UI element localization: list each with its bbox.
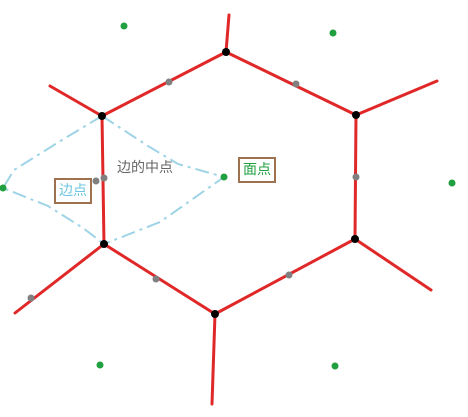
midpoint bbox=[27, 294, 35, 302]
spoke-lower-right bbox=[353, 237, 433, 292]
outer-spokes bbox=[13, 13, 439, 406]
edge-top-right bbox=[224, 50, 358, 117]
vertex-point bbox=[222, 48, 230, 56]
vertex-point bbox=[98, 112, 106, 120]
face-point-label: 面点 bbox=[238, 157, 276, 183]
spoke-top bbox=[224, 13, 231, 54]
dashed-left-diamond bbox=[1, 115, 105, 245]
spoke-lower-left bbox=[13, 242, 106, 315]
midpoint bbox=[285, 271, 293, 279]
dashed-construction-lines bbox=[1, 115, 227, 245]
midpoint bbox=[152, 275, 160, 283]
vertex-point bbox=[351, 235, 359, 243]
face-point bbox=[220, 173, 228, 181]
edge-top-left bbox=[100, 50, 228, 118]
edge-point-label: 边点 bbox=[54, 178, 92, 204]
face-point bbox=[329, 29, 337, 37]
face-point bbox=[331, 362, 339, 370]
midpoint bbox=[92, 177, 100, 185]
midpoint bbox=[165, 78, 173, 86]
spoke-bottom bbox=[210, 312, 217, 406]
vertices bbox=[98, 48, 360, 318]
dashed-right-diamond bbox=[101, 115, 227, 245]
face-point bbox=[448, 179, 456, 187]
vertex-point bbox=[100, 240, 108, 248]
edge-midpoints bbox=[27, 78, 360, 302]
face-points bbox=[0, 22, 456, 370]
spoke-upper-right bbox=[354, 79, 439, 117]
vertex-point bbox=[352, 111, 360, 119]
vertex-point bbox=[211, 310, 219, 318]
edge-midpoint-label: 边的中点 bbox=[117, 160, 173, 176]
midpoint bbox=[352, 173, 360, 181]
midpoint bbox=[100, 174, 108, 182]
face-point bbox=[96, 361, 104, 369]
face-point bbox=[0, 184, 7, 192]
midpoint bbox=[292, 80, 300, 88]
face-point bbox=[120, 22, 128, 30]
spoke-upper-left bbox=[48, 84, 104, 118]
hexagon-edges bbox=[100, 50, 358, 316]
edge-bottom-right bbox=[213, 237, 357, 316]
